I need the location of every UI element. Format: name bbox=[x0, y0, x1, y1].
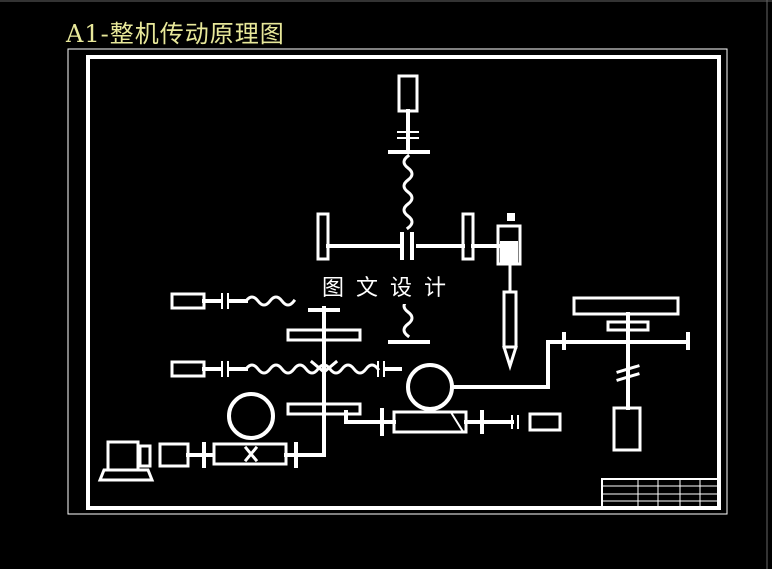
watermark: 图文设计 bbox=[318, 268, 463, 304]
top-motor bbox=[397, 74, 419, 113]
inner-frame bbox=[86, 55, 721, 510]
drawing-title: A1-整机传动原理图 bbox=[66, 20, 285, 48]
outer-frame bbox=[67, 48, 728, 515]
mechanism bbox=[97, 74, 720, 509]
